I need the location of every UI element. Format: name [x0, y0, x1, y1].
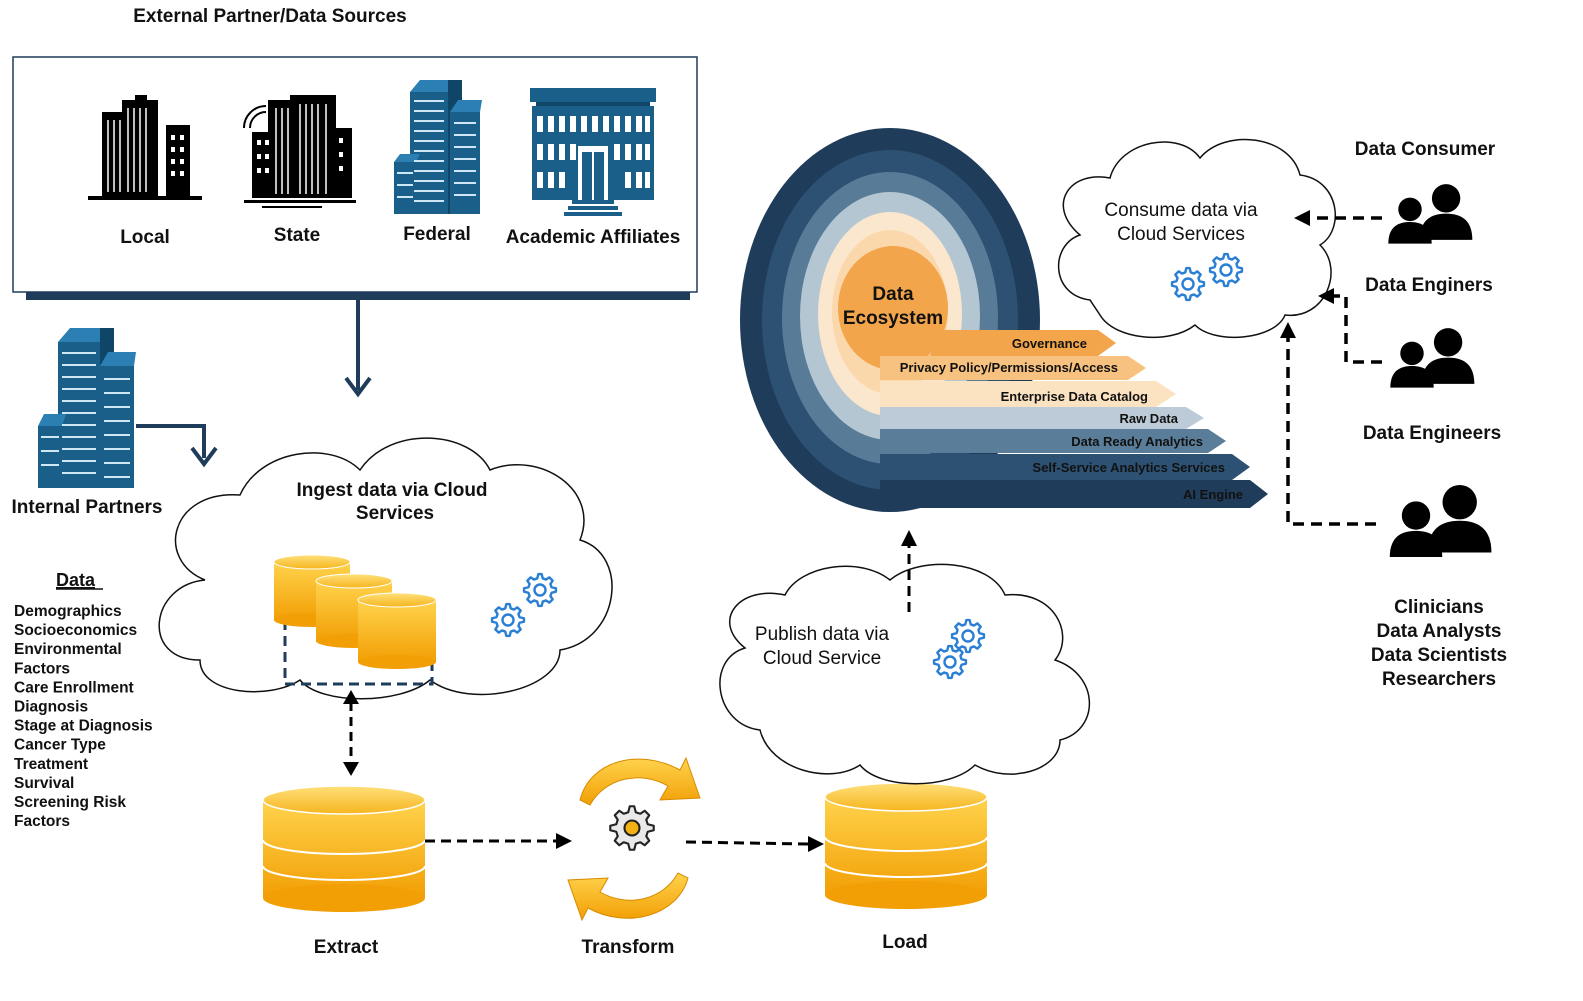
federal-label: Federal — [403, 224, 471, 245]
layer-label-privacy: Privacy Policy/Permissions/Access — [900, 360, 1118, 375]
external-sources-title: External Partner/Data Sources — [133, 6, 407, 27]
load-label: Load — [882, 932, 927, 953]
internal-to-ingest-arrow — [136, 424, 206, 458]
data-list-item: Factors — [14, 660, 70, 677]
ecosystem-layer-ai-engine — [880, 480, 1268, 508]
consume-cloud-line2: Cloud Services — [1117, 224, 1245, 245]
consumer-role-data-scientists: Data Scientists — [1371, 645, 1507, 666]
layer-label-data-ready: Data Ready Analytics — [1071, 434, 1203, 449]
ecosystem-layer-self-service — [880, 454, 1250, 480]
engineers-to-cloud-arrow — [1334, 294, 1382, 364]
local-building-icon — [88, 95, 202, 200]
layer-label-governance: Governance — [1012, 336, 1087, 351]
layer-label-ai-engine: AI Engine — [1183, 487, 1243, 502]
consumer-role-clinicians: Clinicians — [1394, 597, 1484, 618]
data-list-heading: Data — [56, 570, 96, 590]
publish-cloud-line1: Publish data via — [755, 624, 890, 645]
ecosystem-layer-governance — [930, 330, 1116, 356]
ecosystem-layer-data-ready — [880, 429, 1226, 453]
layer-label-catalog: Enterprise Data Catalog — [1001, 389, 1148, 404]
ingest-database-icon — [273, 554, 437, 669]
local-label: Local — [120, 227, 170, 248]
internal-partners-building-icon — [38, 328, 136, 488]
data-list-item: Survival — [14, 775, 74, 792]
data-list: DemographicsSocioeconomicsEnvironmentalF… — [14, 603, 153, 830]
state-label: State — [274, 225, 320, 246]
ecosystem-layer-catalog — [880, 381, 1176, 407]
data-list-item: Socioeconomics — [14, 622, 137, 639]
data-list-item: Diagnosis — [14, 699, 88, 716]
data-list-item: Care Enrollment — [14, 679, 134, 696]
consume-cloud — [1058, 138, 1336, 338]
data-list-item: Environmental — [14, 641, 122, 658]
ingest-cloud-title-line1: Ingest data via Cloud — [296, 480, 487, 501]
layer-label-self-service: Self-Service Analytics Services — [1033, 460, 1225, 475]
transform-load-arrow — [685, 840, 809, 846]
clinicians-people-icon — [1389, 485, 1492, 558]
consumer-role-researchers: Researchers — [1382, 669, 1496, 690]
ecosystem-center-line2: Ecosystem — [843, 308, 943, 329]
publish-cloud-line2: Cloud Service — [763, 648, 881, 669]
data-list-item: Cancer Type — [14, 737, 106, 754]
ingest-cloud-title-line2: Services — [356, 503, 434, 524]
data-engineers-label: Data Engineers — [1363, 423, 1501, 444]
consume-cloud-line1: Consume data via — [1104, 200, 1258, 221]
extract-label: Extract — [314, 937, 379, 958]
ecosystem-center-line1: Data — [872, 284, 914, 305]
data-list-item: Treatment — [14, 756, 88, 773]
publish-cloud — [719, 563, 1091, 785]
layer-label-raw-data: Raw Data — [1119, 411, 1178, 426]
data-consumer-title: Data Consumer — [1355, 139, 1496, 160]
ecosystem-layer-raw-data — [880, 407, 1204, 429]
transform-label: Transform — [582, 937, 675, 958]
federal-building-icon — [394, 80, 482, 214]
data-list-item: Factors — [14, 813, 70, 830]
ecosystem-layer-privacy — [880, 356, 1146, 380]
data-enginers-label: Data Enginers — [1365, 275, 1493, 296]
state-building-icon — [243, 95, 356, 208]
extract-database-icon — [262, 785, 426, 912]
data-list-item: Demographics — [14, 603, 122, 620]
internal-partners-label: Internal Partners — [12, 497, 163, 518]
transform-cycle-icon — [567, 756, 701, 922]
academic-building-icon — [530, 88, 656, 216]
academic-label: Academic Affiliates — [506, 227, 681, 248]
data-engineers-people-icon — [1390, 328, 1475, 388]
data-list-item: Stage at Diagnosis — [14, 718, 153, 735]
consumer-role-data-analysts: Data Analysts — [1377, 621, 1502, 642]
data-enginers-people-icon — [1388, 184, 1473, 244]
data-list-item: Screening Risk — [14, 794, 126, 811]
load-database-icon — [824, 782, 988, 909]
